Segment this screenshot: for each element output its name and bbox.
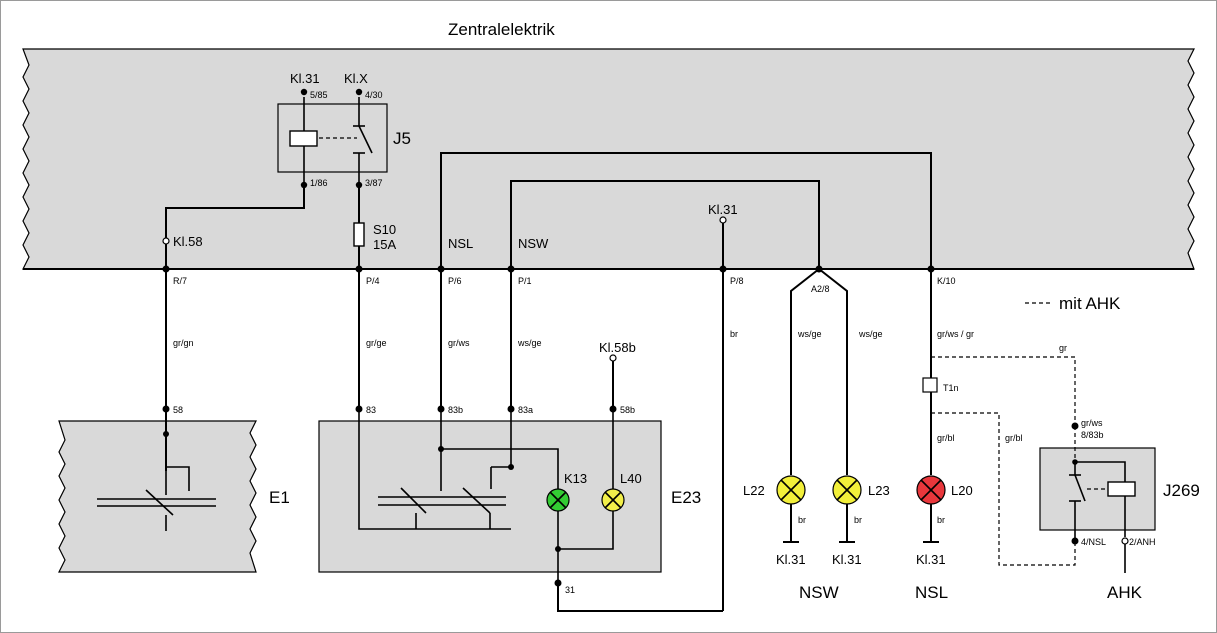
wire-gr-bl-l20: gr/bl — [937, 433, 955, 443]
wire-gr-gn: gr/gn — [173, 338, 194, 348]
lamp-l20 — [916, 475, 946, 505]
lamp-l22 — [776, 475, 806, 505]
wire-br-l23: br — [854, 515, 862, 525]
pin-p8: P/8 — [730, 276, 744, 286]
fuse-s10-name: S10 — [373, 222, 396, 237]
wire-gr-ge: gr/ge — [366, 338, 387, 348]
e23-label: E23 — [671, 488, 701, 507]
wire-gr-bl: gr/bl — [1005, 433, 1023, 443]
zentralelektrik-title: Zentralelektrik — [448, 20, 555, 39]
pin-p1: P/1 — [518, 276, 532, 286]
relay-j269-label: J269 — [1163, 481, 1200, 500]
e23-pin-83b: 83b — [448, 405, 463, 415]
wire-br-l20: br — [937, 515, 945, 525]
lamp-l22-label: L22 — [743, 483, 765, 498]
group-ahk: AHK — [1107, 583, 1143, 602]
e23-pin-31: 31 — [565, 585, 575, 595]
j269-pin-8-83b: 8/83b — [1081, 430, 1104, 440]
group-nsw: NSW — [799, 583, 839, 602]
relay-j5-coil — [289, 130, 318, 147]
lamp-l40 — [601, 488, 625, 512]
j269-pin-2-anh: 2/ANH — [1129, 537, 1156, 547]
wire-gr-ws-gr: gr/ws / gr — [937, 329, 974, 339]
terminal-nsl: NSL — [448, 236, 473, 251]
wire-gr-ws-j269: gr/ws — [1081, 418, 1103, 428]
wire-gr-ws: gr/ws — [448, 338, 470, 348]
pin-p6: P/6 — [448, 276, 462, 286]
lamp-l40-label: L40 — [620, 471, 642, 486]
relay-j5-pin-1-86: 1/86 — [310, 178, 328, 188]
relay-j5-label: J5 — [393, 129, 411, 148]
e23-pin-58b: 58b — [620, 405, 635, 415]
wire-ws-ge: ws/ge — [517, 338, 542, 348]
connector-t1n-label: T1n — [943, 383, 959, 393]
connector-t1n — [922, 377, 938, 393]
wire-ws-ge-l23: ws/ge — [858, 329, 883, 339]
lamp-l22-ground: Kl.31 — [776, 552, 806, 567]
pin-k10: K/10 — [937, 276, 956, 286]
pin-a28: A2/8 — [811, 284, 830, 294]
relay-j269-coil — [1107, 481, 1136, 497]
relay-j5-kl31: Kl.31 — [290, 71, 320, 86]
e1-pin-58: 58 — [173, 405, 183, 415]
wire-gr: gr — [1059, 343, 1067, 353]
wire-br-l22: br — [798, 515, 806, 525]
fuse-s10 — [353, 222, 365, 247]
terminal-kl58: Kl.58 — [173, 234, 203, 249]
lamp-l20-ground: Kl.31 — [916, 552, 946, 567]
pin-p4: P/4 — [366, 276, 380, 286]
relay-j5-pin-3-87: 3/87 — [365, 178, 383, 188]
pin-r7: R/7 — [173, 276, 187, 286]
j269-pin-4-nsl: 4/NSL — [1081, 537, 1106, 547]
relay-j5-klx: Kl.X — [344, 71, 368, 86]
fuse-s10-rating: 15A — [373, 237, 396, 252]
terminal-nsw: NSW — [518, 236, 549, 251]
e1-box — [58, 420, 257, 573]
wire-br: br — [730, 329, 738, 339]
group-nsl: NSL — [915, 583, 948, 602]
wire-ws-ge-l22: ws/ge — [797, 329, 822, 339]
terminal-kl58b: Kl.58b — [599, 340, 636, 355]
legend-mit-ahk: mit AHK — [1059, 294, 1121, 313]
e1-label: E1 — [269, 488, 290, 507]
relay-j5-pin-4-30: 4/30 — [365, 90, 383, 100]
lamp-k13 — [546, 488, 570, 512]
lamp-l23 — [832, 475, 862, 505]
lamp-l23-label: L23 — [868, 483, 890, 498]
e23-pin-83a: 83a — [518, 405, 533, 415]
lamp-l20-label: L20 — [951, 483, 973, 498]
lamp-k13-label: K13 — [564, 471, 587, 486]
relay-j5-pin-5-85: 5/85 — [310, 90, 328, 100]
lamp-l23-ground: Kl.31 — [832, 552, 862, 567]
terminal-kl31-top: Kl.31 — [708, 202, 738, 217]
e23-pin-83: 83 — [366, 405, 376, 415]
